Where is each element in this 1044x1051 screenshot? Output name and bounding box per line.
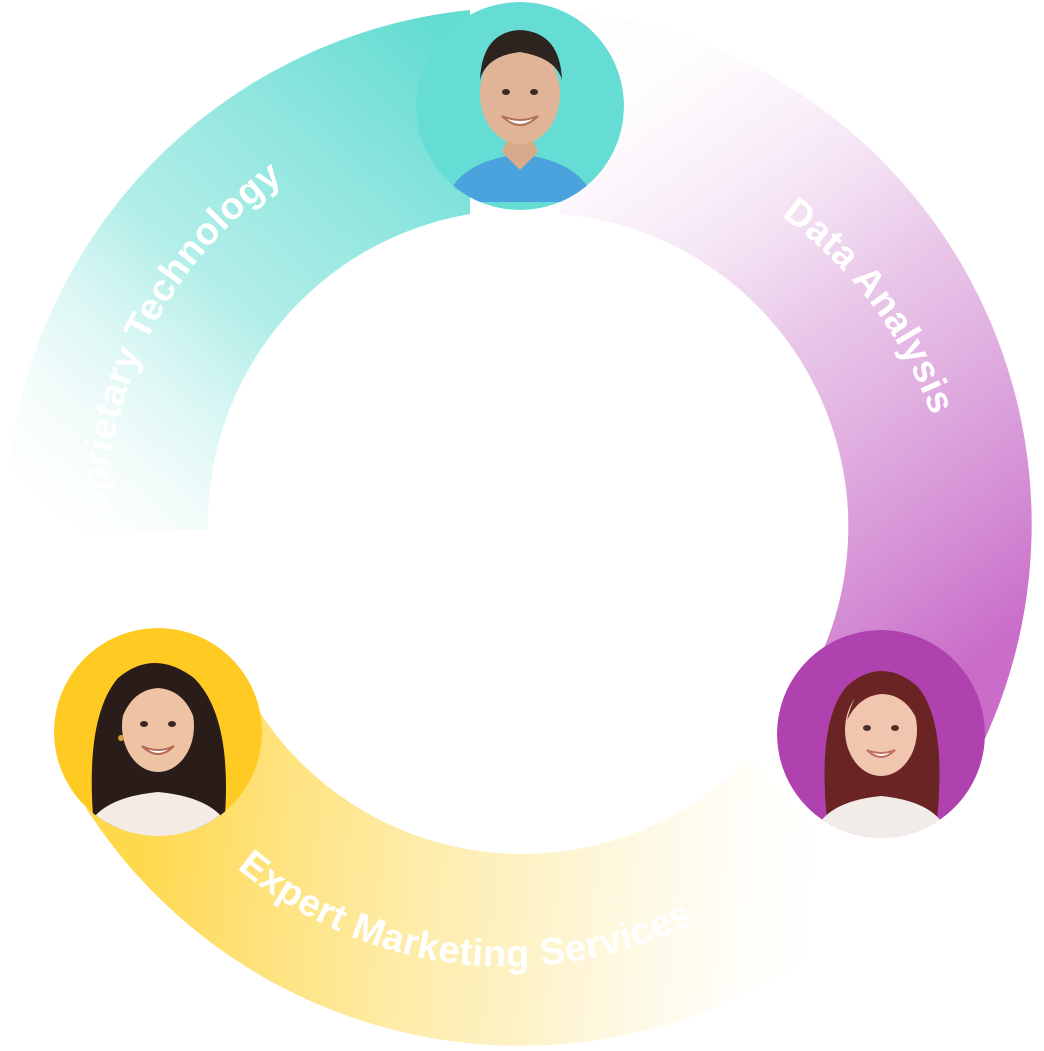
avatar-team-member-right — [777, 630, 985, 838]
ring-segment-marketing — [86, 705, 880, 1046]
ring-segment-data — [560, 10, 1032, 745]
ring-segment-proprietary — [5, 10, 471, 530]
avatar-team-member-top — [416, 2, 624, 210]
avatar-team-member-left — [54, 628, 262, 836]
